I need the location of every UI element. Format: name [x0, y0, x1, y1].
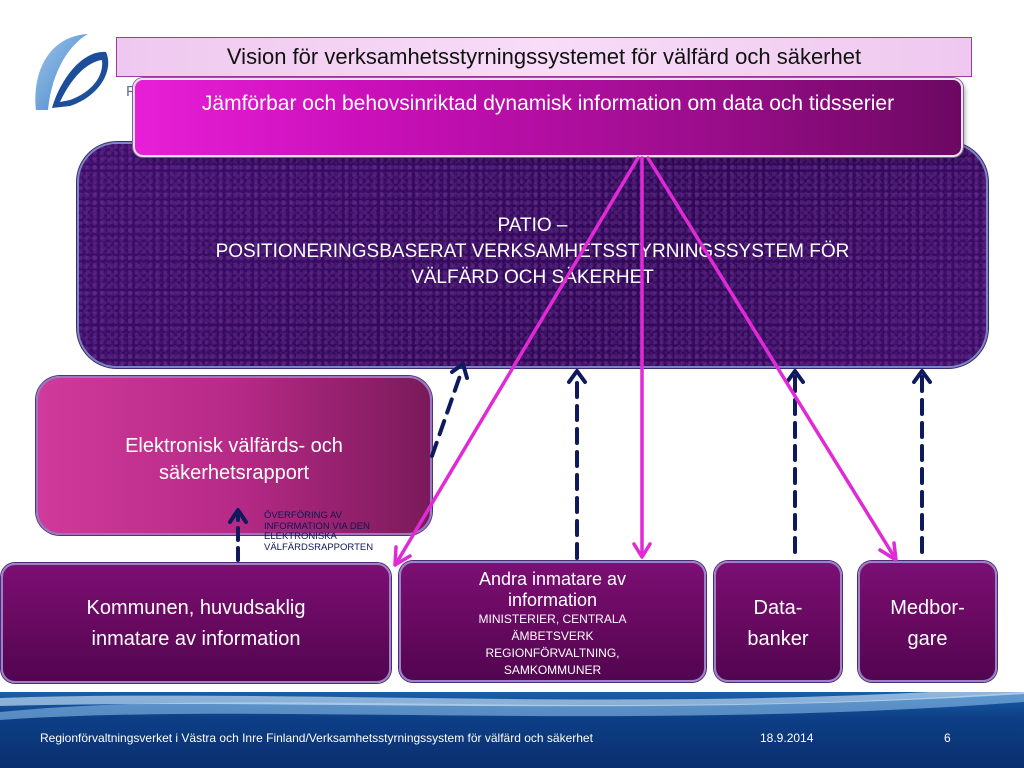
other-inputs-sub-1: MINISTERIER, CENTRALA	[478, 612, 627, 626]
transfer-note-line-1: ÖVERFÖRING AV	[264, 510, 342, 521]
report-line-2: säkerhetsrapport	[158, 462, 310, 484]
footer-organization-text: Regionförvaltningsverket i Västra och In…	[40, 731, 593, 745]
transfer-note: ÖVERFÖRING AV INFORMATION VIA DEN ELEKTR…	[264, 510, 404, 563]
other-inputs-sub-2: ÄMBETSVERK	[511, 629, 594, 643]
databanks-line-1: Data-	[753, 597, 803, 619]
patio-line-2: POSITIONERINGSBASERAT VERKSAMHETSSTYRNIN…	[215, 241, 850, 262]
magenta-arrow-to-other-inputs-head	[632, 542, 652, 559]
citizens-box: Medbor- gare	[858, 561, 997, 682]
footer-bar	[0, 692, 1024, 768]
patio-system-box: PATIO – POSITIONERINGSBASERAT VERKSAMHET…	[77, 142, 988, 368]
organization-logo	[35, 34, 109, 110]
dashed-arrow-citizens-to-patio-head	[912, 369, 932, 384]
databanks-line-2: banker	[747, 628, 809, 650]
dashed-arrow-other-inputs-to-patio-head	[567, 369, 587, 384]
patio-line-3: VÄLFÄRD OCH SÄKERHET	[411, 267, 654, 288]
transfer-note-line-4: VÄLFÄRDSRAPPORTEN	[264, 541, 374, 553]
transfer-note-line-3: ELEKTRONISKA	[264, 531, 337, 542]
municipality-box: Kommunen, huvudsaklig inmatare av inform…	[1, 563, 391, 683]
citizens-line-1: Medbor-	[890, 597, 965, 619]
other-inputs-sub-4: SAMKOMMUNER	[503, 663, 602, 677]
dashed-arrow-databanks-to-patio-head	[785, 369, 805, 384]
dashed-arrow-report-to-patio	[430, 368, 464, 458]
footer-wave-decoration	[0, 692, 1024, 720]
municipality-line-1: Kommunen, huvudsaklig	[86, 597, 306, 619]
magenta-arrow-to-citizens-head	[878, 541, 898, 562]
footer-page-number: 6	[944, 731, 951, 745]
municipality-line-2: inmatare av information	[91, 628, 301, 650]
logo-text-fragment: F	[126, 83, 136, 100]
footer-date: 18.9.2014	[760, 731, 814, 745]
transfer-note-line-2: INFORMATION VIA DEN	[264, 520, 370, 532]
other-inputs-heading-1: Andra inmatare av	[478, 569, 627, 589]
slide-title: Vision för verksamhetsstyrningssystemet …	[116, 37, 972, 77]
other-inputs-sub-3: REGIONFÖRVALTNING,	[485, 646, 620, 660]
databanks-box: Data- banker	[714, 561, 842, 682]
report-line-1: Elektronisk välfärds- och	[125, 435, 343, 457]
other-inputs-heading-2: information	[507, 590, 598, 610]
citizens-line-2: gare	[907, 628, 948, 650]
patio-line-1: PATIO –	[497, 215, 568, 236]
comparable-information-box: Jämförbar och behovsinriktad dynamisk in…	[133, 78, 963, 157]
other-inputs-box: Andra inmatare av information MINISTERIE…	[399, 561, 706, 682]
